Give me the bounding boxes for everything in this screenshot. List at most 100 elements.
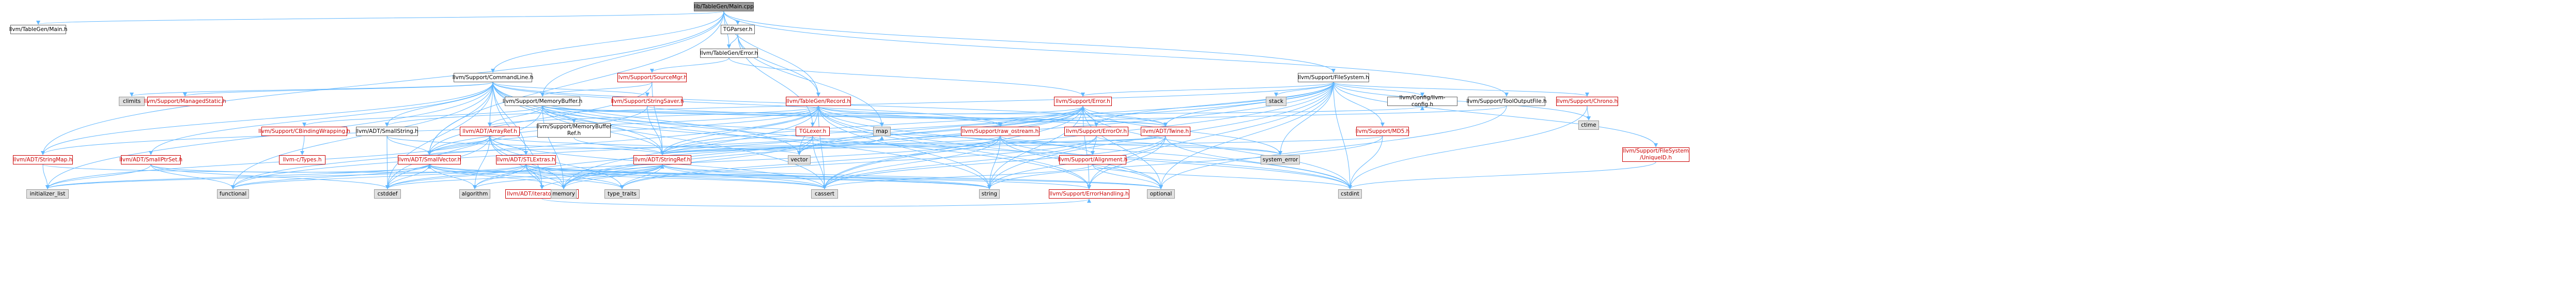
edge-record-to-smallvector [427,106,819,155]
node-record[interactable]: llvm/TableGen/Record.h [786,97,851,106]
edge-cmdline-to-rawostream [492,82,1002,127]
edge-filesystem-to-twine [1163,82,1334,127]
edge-iterrange-to-errhandling [541,198,1091,207]
node-md5[interactable]: llvm/Support/MD5.h [1356,127,1409,136]
node-cbinding[interactable]: llvm/Support/CBindingWrapping.h [258,127,350,136]
edge-record-to-supporterror [818,106,1085,114]
node-functional: functional [217,189,249,199]
edge-memorybuffer-to-erroror [542,106,1098,127]
edge-record-to-optional [818,106,1163,189]
edge-tgparse-to-tglexer [737,34,815,127]
edge-md5-to-string [987,136,1383,189]
node-ctypes[interactable]: llvm-c/Types.h [279,155,325,164]
edge-arrayref-to-smallvector [427,136,490,155]
node-ctime: ctime [1578,121,1599,130]
edge-alignment-to-optional [1092,164,1163,189]
edge-cmdline-to-managedstatic [183,82,493,97]
node-rawostream[interactable]: llvm/Support/raw_ostream.h [961,127,1039,136]
edge-tooloutput-to-rawostream [998,106,1507,127]
node-memory: memory [551,189,577,199]
edge-supporterror-to-twine [1082,106,1168,127]
edge-record-to-cstdint [818,106,1352,189]
node-smallstring[interactable]: llvm/ADT/SmallString.h [355,127,418,136]
edge-cmdline-to-arrayref [488,82,493,127]
node-filesystem[interactable]: llvm/Support/FileSystem.h [1298,73,1369,82]
node-cmdline[interactable]: llvm/Support/CommandLine.h [453,73,533,82]
edge-md5-to-stringref [660,136,1383,155]
node-arrayref[interactable]: llvm/ADT/ArrayRef.h [460,127,520,136]
edge-rawostream-to-stringref [660,136,1001,155]
edge-supporterror-to-cstdint [1082,106,1352,189]
edge-tglexer-to-stringref [660,136,813,155]
edge-stlextras-to-typetraits [525,164,624,189]
node-stlextras[interactable]: llvm/ADT/STLExtras.h [496,155,556,164]
node-tgparse[interactable]: TGParser.h [721,25,755,34]
node-stringref[interactable]: llvm/ADT/StringRef.h [633,155,691,164]
edge-stlextras-to-cstddef [385,164,526,189]
edge-smallptrset-to-initlist [45,164,151,189]
edge-stlextras-to-optional [525,164,1163,189]
edge-twine-to-stringref [660,136,1166,155]
edge-main-to-cmdline [491,11,724,73]
node-stringsaver[interactable]: llvm/Support/StringSaver.h [611,97,684,106]
node-tglexer[interactable]: TGLexer.h [796,127,830,136]
node-smallptrset[interactable]: llvm/ADT/SmallPtrSet.h [119,155,182,164]
node-tgerror[interactable]: llvm/TableGen/Error.h [700,49,758,58]
node-errhandling[interactable]: llvm/Support/ErrorHandling.h [1049,189,1129,199]
edge-smallstring-to-stringref [386,136,664,155]
node-tooloutput[interactable]: llvm/Support/ToolOutputFile.h [1466,97,1547,106]
edge-stringsaver-to-twine [647,106,1168,127]
edge-supporterror-to-errhandling [1082,106,1091,189]
node-supporterror[interactable]: llvm/Support/Error.h [1054,97,1112,106]
edge-srcmgr-to-smallvector [427,82,653,155]
node-uniqueid[interactable]: llvm/Support/FileSystem /UniqueID.h [1622,147,1689,162]
node-membufref[interactable]: llvm/Support/MemoryBuffer Ref.h [536,123,612,138]
edge-cmdline-to-stlextras [492,82,528,155]
node-managedstatic[interactable]: llvm/Support/ManagedStatic.h [144,97,226,106]
edge-twine-to-errhandling [1087,136,1166,189]
edge-smallvector-to-cassert [429,164,827,189]
edge-main-to-stringmap [41,11,724,155]
edge-record-to-string [818,106,991,189]
node-cassert: cassert [811,189,838,199]
node-alignment[interactable]: llvm/Support/Alignment.h [1058,155,1127,164]
edge-twine-to-cstdint [1165,136,1352,189]
edge-tgerror-to-supporterror [728,57,1085,97]
edge-record-to-stringmap [41,106,819,155]
node-climits: climits [119,97,145,106]
edge-smallvector-to-functional [231,164,430,189]
edge-stringref-to-cstddef [385,164,663,189]
edge-tglexer-to-map [812,136,884,144]
edge-arrayref-to-typetraits [489,136,624,189]
node-tgmain[interactable]: llvm/TableGen/Main.h [9,25,67,34]
edge-stlextras-to-errhandling [525,164,1091,189]
edge-cmdline-to-smallptrset [149,82,493,155]
edge-stringref-to-memory [562,164,663,189]
node-twine[interactable]: llvm/ADT/Twine.h [1141,127,1190,136]
edge-stlextras-to-functional [231,164,526,189]
edge-arrayref-to-vector [489,136,801,155]
edge-filesystem-to-md5 [1333,82,1385,127]
node-smallvector[interactable]: llvm/ADT/SmallVector.h [398,155,461,164]
edge-filesystem-to-llvmconfig [1333,82,1424,97]
edge-arrayref-to-algorithm [473,136,490,189]
edge-filesystem-to-errhandling [1087,82,1334,189]
edge-memorybuffer-to-cstdint [542,106,1352,189]
edge-stringref-to-iterrange [540,164,663,189]
edge-cmdline-to-climits [130,82,493,97]
node-srcmgr[interactable]: llvm/Support/SourceMgr.h [617,73,687,82]
edge-chrono-to-cstdint [1348,106,1588,189]
edge-stringref-to-string [662,164,991,189]
node-stringmap[interactable]: llvm/ADT/StringMap.h [13,155,73,164]
edge-smallvector-to-initlist [45,164,430,189]
node-chrono[interactable]: llvm/Support/Chrono.h [1556,97,1618,106]
edge-tgparse-to-record [737,34,820,97]
node-memorybuffer[interactable]: llvm/Support/MemoryBuffer.h [503,97,582,106]
edge-filesystem-to-supporterror [1081,82,1334,97]
node-algorithm: algorithm [459,189,490,199]
edge-stlextras-to-string [525,164,991,189]
edge-main-to-tooloutput [723,11,1509,97]
node-llvmconfig[interactable]: llvm/Config/llvm-config.h [1387,95,1457,108]
edge-filesystem-to-vector [797,82,1334,155]
node-erroror[interactable]: llvm/Support/ErrorOr.h [1064,127,1128,136]
